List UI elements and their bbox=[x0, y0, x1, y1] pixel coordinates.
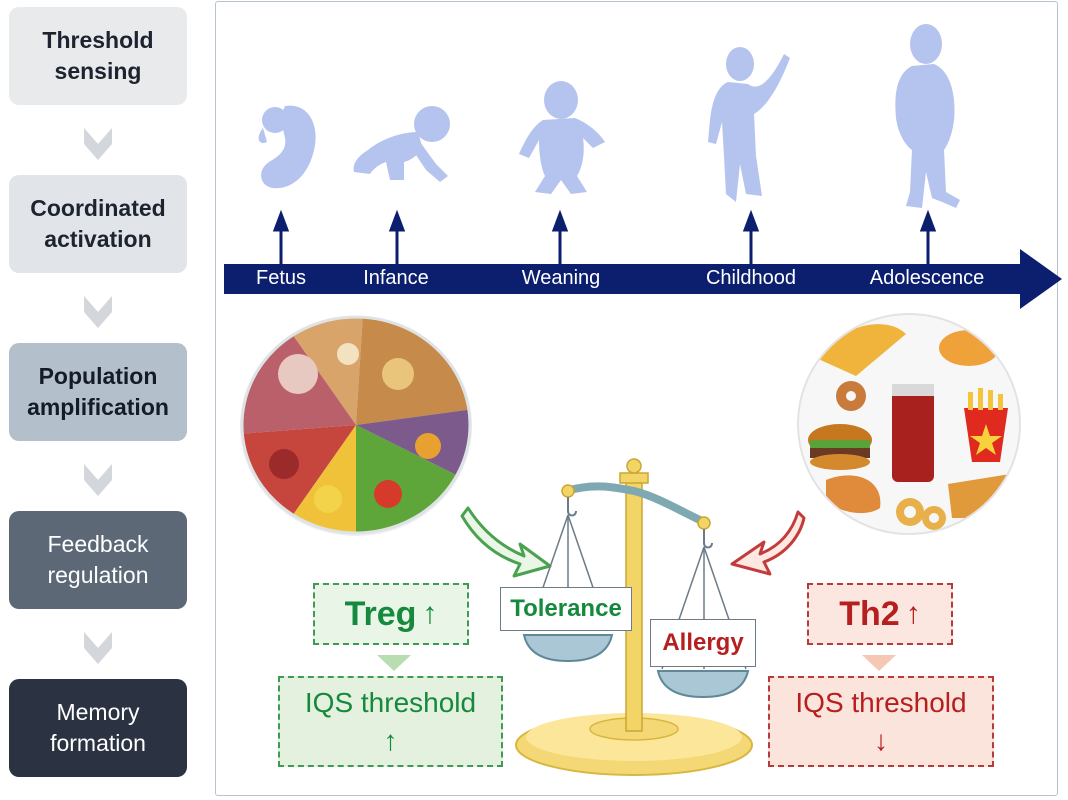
timeline-label-infance: Infance bbox=[363, 267, 429, 289]
th2-box: Th2 ↑ bbox=[807, 583, 953, 645]
infant-crawling-silhouette-icon bbox=[353, 106, 450, 182]
iqs-threshold-up-label: IQS threshold ↑ bbox=[304, 686, 477, 756]
step-population-amplification: Population amplification bbox=[9, 343, 187, 441]
treg-box: Treg ↑ bbox=[313, 583, 469, 645]
healthy-food-plate-icon bbox=[240, 315, 472, 536]
iqs-threshold-up-box: IQS threshold ↑ bbox=[278, 676, 503, 767]
junk-food-plate-icon bbox=[797, 313, 1021, 535]
chevron-down-icon bbox=[84, 464, 112, 496]
fetus-silhouette-icon bbox=[258, 105, 316, 189]
th2-label: Th2 bbox=[839, 594, 900, 633]
main-panel bbox=[215, 1, 1058, 796]
tolerance-label: Tolerance bbox=[500, 587, 632, 631]
arrow-up-icon: ↑ bbox=[905, 597, 921, 630]
chevron-down-icon bbox=[84, 128, 112, 160]
treg-label: Treg bbox=[344, 594, 417, 633]
step-threshold-sensing: Threshold sensing bbox=[9, 7, 187, 105]
allergy-label: Allergy bbox=[650, 619, 756, 667]
green-curved-arrow-icon bbox=[460, 506, 552, 578]
timeline-label-weaning: Weaning bbox=[521, 267, 601, 289]
step-memory-formation: Memory formation bbox=[9, 679, 187, 777]
timeline-label-childhood: Childhood bbox=[705, 267, 797, 289]
chevron-down-icon bbox=[84, 296, 112, 328]
chevron-down-icon bbox=[84, 632, 112, 664]
child-pointing-silhouette-icon bbox=[708, 47, 790, 202]
iqs-threshold-down-box: IQS threshold ↓ bbox=[768, 676, 994, 767]
timeline-label-fetus: Fetus bbox=[255, 267, 307, 289]
timeline-label-adolescence: Adolescence bbox=[869, 267, 985, 289]
step-feedback-regulation: Feedback regulation bbox=[9, 511, 187, 609]
step-coordinated-activation: Coordinated activation bbox=[9, 175, 187, 273]
balance-scale-icon bbox=[515, 458, 753, 776]
red-curved-arrow-icon bbox=[730, 510, 806, 576]
timeline-arrow bbox=[224, 209, 1062, 309]
baby-sitting-silhouette-icon bbox=[519, 81, 605, 194]
iqs-threshold-down-label: IQS threshold ↓ bbox=[795, 686, 967, 756]
triangle-down-icon bbox=[862, 655, 896, 671]
arrow-up-icon: ↑ bbox=[422, 597, 438, 630]
triangle-down-icon bbox=[377, 655, 411, 671]
adolescent-silhouette-icon bbox=[895, 24, 960, 208]
